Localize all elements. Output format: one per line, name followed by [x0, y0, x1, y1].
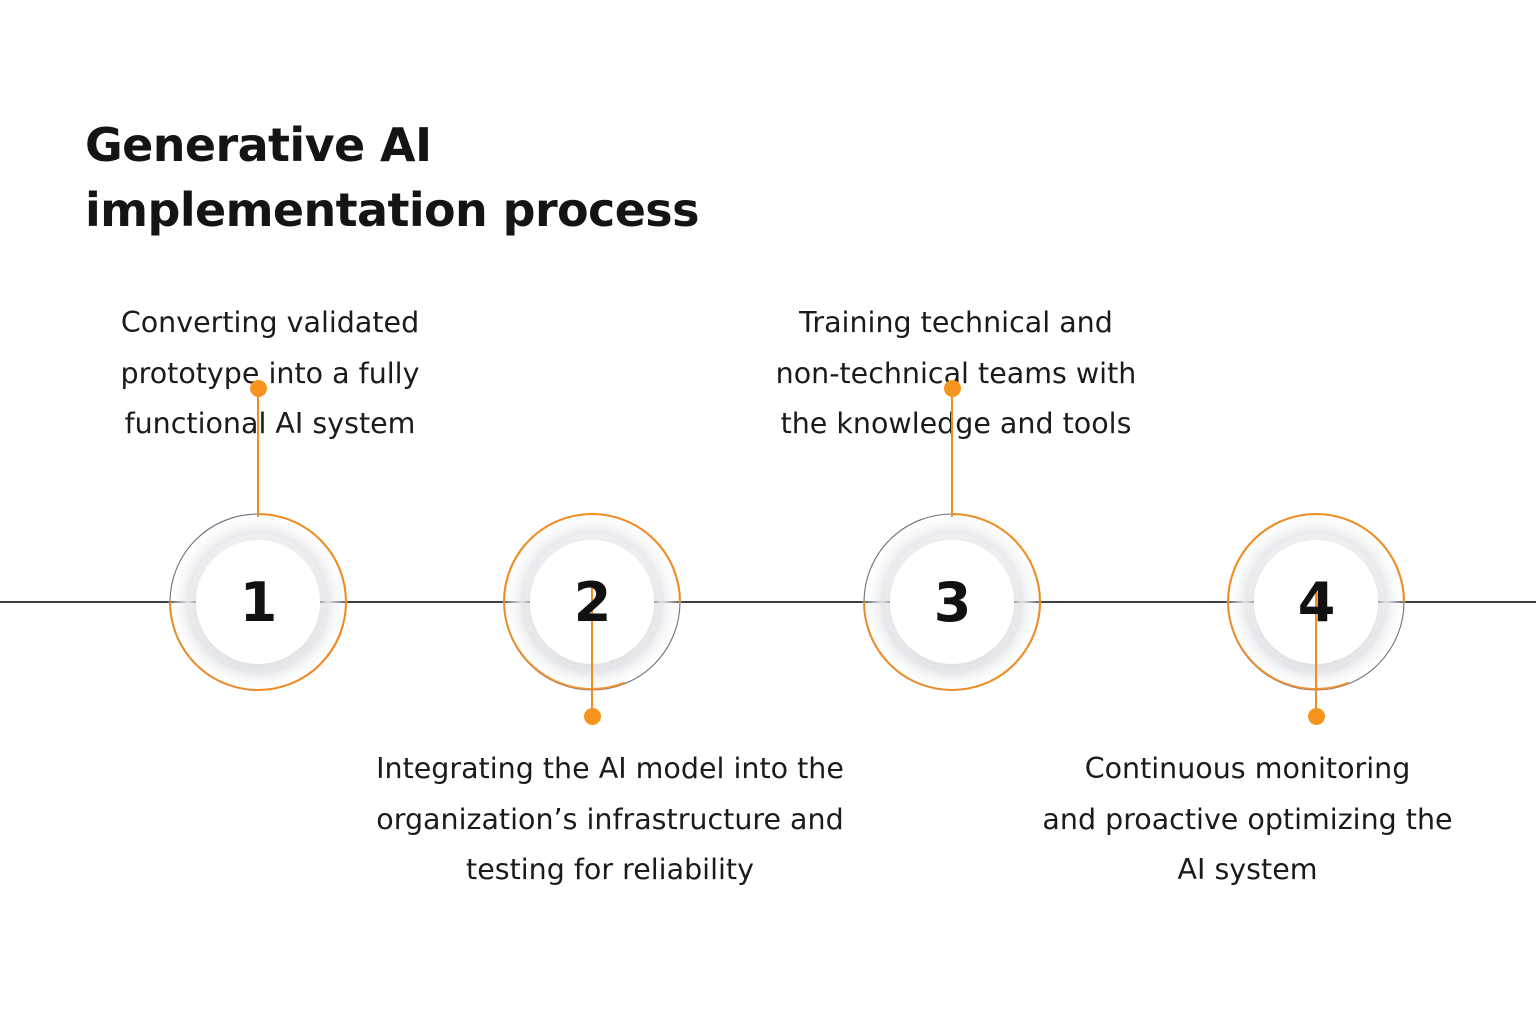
- step-3-caption: Training technical and non-technical tea…: [775, 306, 1137, 441]
- timeline-node-1[interactable]: 1: [158, 380, 358, 702]
- connector-dot-up-3: [943, 380, 961, 397]
- timeline-node-2[interactable]: 2: [492, 502, 692, 725]
- connector-dot-up-1: [249, 380, 267, 397]
- step-4-caption: Continuous monitoring and proactive opti…: [1042, 752, 1453, 887]
- node-rings-1: [166, 510, 350, 694]
- connector-stem-down-2: [591, 587, 593, 717]
- node-rings-3: [860, 510, 1044, 694]
- step-2-caption: Integrating the AI model into the organi…: [376, 752, 844, 887]
- timeline-node-4[interactable]: 4: [1216, 502, 1416, 725]
- step-1-caption: Converting validated prototype into a fu…: [120, 306, 420, 441]
- timeline-node-3[interactable]: 3: [852, 380, 1052, 702]
- timeline-axis: [0, 601, 1536, 603]
- connector-dot-down-2: [583, 708, 601, 725]
- connector-stem-down-4: [1315, 587, 1317, 717]
- page-title: Generative AI implementation process: [85, 118, 699, 238]
- connector-stem-up-1: [257, 387, 259, 517]
- connector-stem-up-3: [951, 387, 953, 517]
- connector-dot-down-4: [1307, 708, 1325, 725]
